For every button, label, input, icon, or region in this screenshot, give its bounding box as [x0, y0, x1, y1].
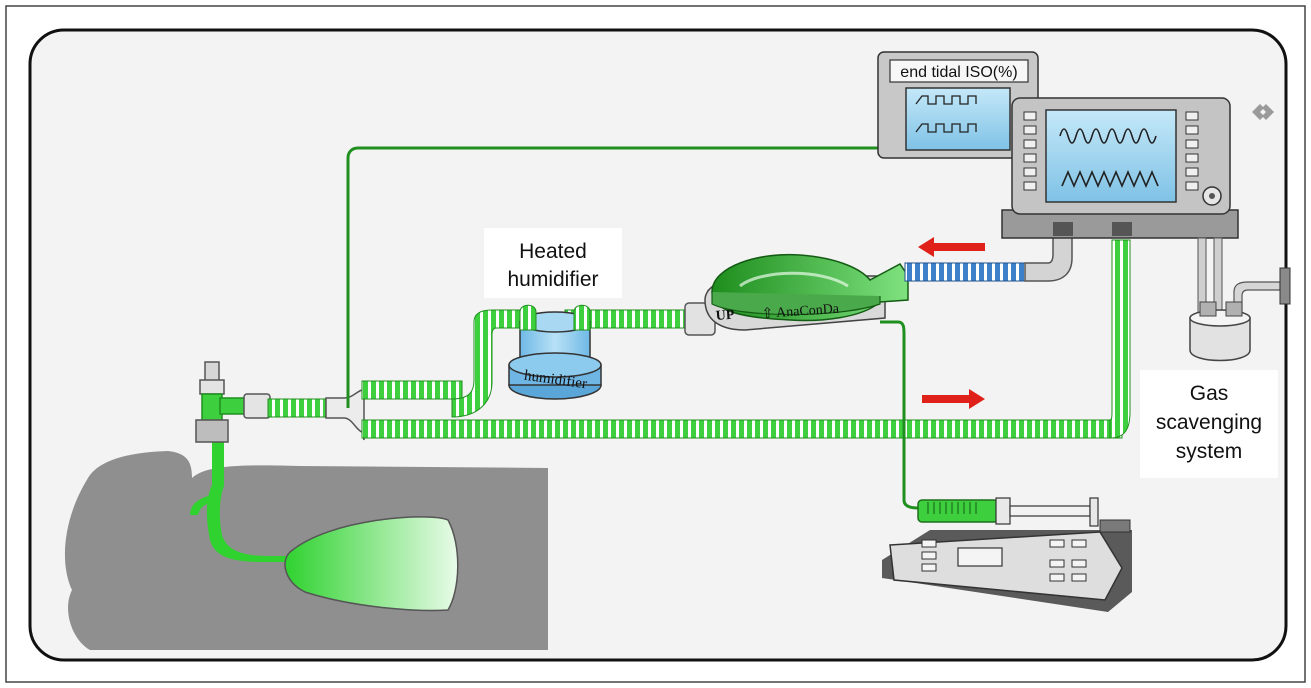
- humidifier: [508, 304, 602, 400]
- monitor-sample-line: [346, 146, 880, 408]
- lower-limb-bend: [1109, 239, 1131, 439]
- y-piece: [325, 381, 365, 441]
- airway: [206, 442, 305, 562]
- anaconda-up-label: UP: [715, 308, 735, 324]
- syringe-pump: [882, 519, 1132, 612]
- gas-scavenging-device: [1189, 237, 1291, 362]
- et-tube-connector: [195, 361, 271, 443]
- gas-scavenging-label-line2: scavenging: [1156, 411, 1262, 434]
- gas-scavenging-label-line3: system: [1176, 440, 1243, 463]
- lower-limb-tube: [361, 419, 1123, 439]
- blue-tube: [904, 262, 1026, 282]
- upper-limb-tube: [361, 380, 463, 400]
- lungs: [284, 516, 459, 612]
- flow-arrow-right: [922, 389, 985, 409]
- anaconda-device: [684, 253, 909, 336]
- end-tidal-iso-label: end tidal ISO(%): [900, 64, 1017, 81]
- gas-scavenging-label-line1: Gas: [1190, 382, 1229, 405]
- syringe-line: [880, 320, 919, 510]
- ventilator: [1001, 97, 1239, 239]
- y-tube-segment: [267, 398, 327, 418]
- anaconda-name-label: ⇧ AnaConDa: [761, 302, 840, 322]
- heated-humidifier-label-bg: [484, 228, 622, 298]
- flow-arrow-left: [918, 237, 985, 257]
- gas-monitor: [877, 51, 1039, 159]
- heated-humidifier-label-line2: humidifier: [507, 268, 598, 291]
- syringe: [917, 497, 1099, 527]
- heated-humidifier-label-line1: Heated: [519, 240, 587, 263]
- upper-limb-bend: [451, 309, 521, 418]
- airway-branch: [190, 495, 214, 515]
- diamond-arrows-logo: [1252, 104, 1274, 120]
- gas-scavenging-label-bg: [1140, 370, 1278, 478]
